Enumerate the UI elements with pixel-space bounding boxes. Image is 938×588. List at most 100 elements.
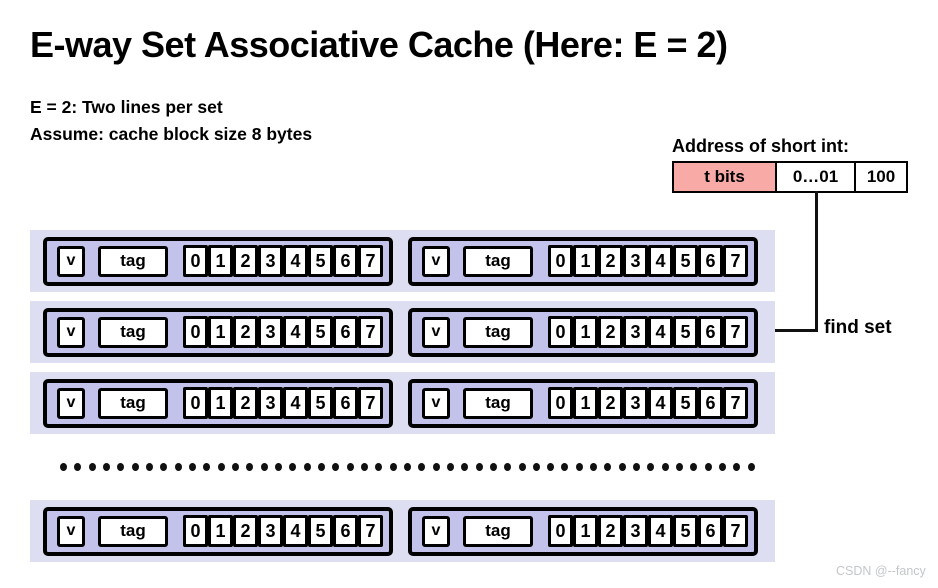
tag-box: tag bbox=[463, 515, 533, 547]
ellipsis-dot bbox=[389, 463, 397, 471]
byte-cell: 0 bbox=[548, 515, 573, 547]
byte-cell: 2 bbox=[598, 515, 623, 547]
tag-box: tag bbox=[98, 515, 168, 547]
ellipsis-dot bbox=[561, 463, 569, 471]
byte-cell: 0 bbox=[548, 245, 573, 277]
byte-cell: 2 bbox=[598, 316, 623, 348]
ellipsis-dot bbox=[704, 463, 712, 471]
ellipsis-dot bbox=[102, 463, 110, 471]
byte-cell: 4 bbox=[648, 387, 673, 419]
ellipsis-dot bbox=[590, 463, 598, 471]
byte-cell: 3 bbox=[258, 387, 283, 419]
tag-box: tag bbox=[463, 245, 533, 277]
byte-cell: 0 bbox=[183, 245, 208, 277]
valid-bit-box: v bbox=[57, 515, 85, 547]
ellipsis-dot bbox=[360, 463, 368, 471]
byte-cell: 6 bbox=[333, 245, 358, 277]
byte-cell: 5 bbox=[673, 515, 698, 547]
ellipsis-dot bbox=[547, 463, 555, 471]
byte-cell: 1 bbox=[573, 316, 598, 348]
ellipsis-dot bbox=[174, 463, 182, 471]
ellipsis-dot bbox=[117, 463, 125, 471]
byte-cell: 1 bbox=[208, 316, 233, 348]
ellipsis-dot bbox=[432, 463, 440, 471]
byte-cell: 1 bbox=[573, 387, 598, 419]
valid-bit-box: v bbox=[57, 245, 85, 277]
ellipsis-dot bbox=[274, 463, 282, 471]
byte-cell: 7 bbox=[723, 316, 748, 348]
byte-cell: 4 bbox=[648, 515, 673, 547]
byte-cell: 2 bbox=[233, 515, 258, 547]
tag-box: tag bbox=[98, 245, 168, 277]
subtitle-line-2: Assume: cache block size 8 bytes bbox=[30, 124, 313, 144]
ellipsis-dot bbox=[303, 463, 311, 471]
byte-cell: 0 bbox=[548, 387, 573, 419]
tag-box: tag bbox=[98, 316, 168, 348]
byte-cell: 7 bbox=[723, 515, 748, 547]
ellipsis-dot bbox=[317, 463, 325, 471]
address-field-tag-bits: t bits bbox=[674, 163, 775, 191]
tag-box: tag bbox=[463, 316, 533, 348]
ellipsis-dot bbox=[604, 463, 612, 471]
byte-cell: 7 bbox=[358, 245, 383, 277]
watermark: CSDN @--fancy bbox=[836, 564, 926, 578]
ellipsis-dot bbox=[403, 463, 411, 471]
byte-cell: 5 bbox=[673, 316, 698, 348]
byte-cell: 1 bbox=[208, 245, 233, 277]
valid-bit-box: v bbox=[422, 515, 450, 547]
tag-box: tag bbox=[463, 387, 533, 419]
ellipsis-dot bbox=[217, 463, 225, 471]
byte-cell: 6 bbox=[698, 387, 723, 419]
ellipsis-dot bbox=[332, 463, 340, 471]
byte-cell: 5 bbox=[308, 515, 333, 547]
ellipsis-dot bbox=[145, 463, 153, 471]
ellipsis-dot bbox=[375, 463, 383, 471]
subtitle-block: E = 2: Two lines per set Assume: cache b… bbox=[30, 94, 312, 148]
ellipsis-dot bbox=[60, 463, 67, 471]
ellipsis-dot bbox=[504, 463, 512, 471]
byte-cell: 3 bbox=[258, 316, 283, 348]
ellipsis-dot bbox=[446, 463, 454, 471]
byte-cell: 0 bbox=[183, 316, 208, 348]
ellipsis-dot bbox=[733, 463, 741, 471]
valid-bit-box: v bbox=[422, 316, 450, 348]
address-block: Address of short int: t bits 0…01 100 bbox=[672, 136, 908, 193]
ellipsis-dot bbox=[475, 463, 483, 471]
byte-cell: 7 bbox=[358, 387, 383, 419]
ellipsis-dot bbox=[346, 463, 354, 471]
address-bit-fields: t bits 0…01 100 bbox=[672, 161, 908, 193]
connector-vertical-line bbox=[815, 191, 818, 332]
ellipsis-dot bbox=[532, 463, 540, 471]
ellipsis-dot bbox=[575, 463, 583, 471]
byte-cell: 0 bbox=[183, 515, 208, 547]
byte-cell: 3 bbox=[258, 515, 283, 547]
byte-cell: 6 bbox=[698, 515, 723, 547]
byte-cell: 7 bbox=[358, 515, 383, 547]
ellipsis-dot bbox=[618, 463, 626, 471]
byte-cell: 5 bbox=[308, 245, 333, 277]
byte-cell: 3 bbox=[623, 387, 648, 419]
ellipsis-dot bbox=[160, 463, 168, 471]
byte-cell: 2 bbox=[233, 316, 258, 348]
byte-cell: 4 bbox=[283, 245, 308, 277]
byte-cell: 7 bbox=[723, 245, 748, 277]
byte-cell: 5 bbox=[308, 316, 333, 348]
ellipsis-dot bbox=[676, 463, 684, 471]
ellipsis-dot bbox=[661, 463, 669, 471]
